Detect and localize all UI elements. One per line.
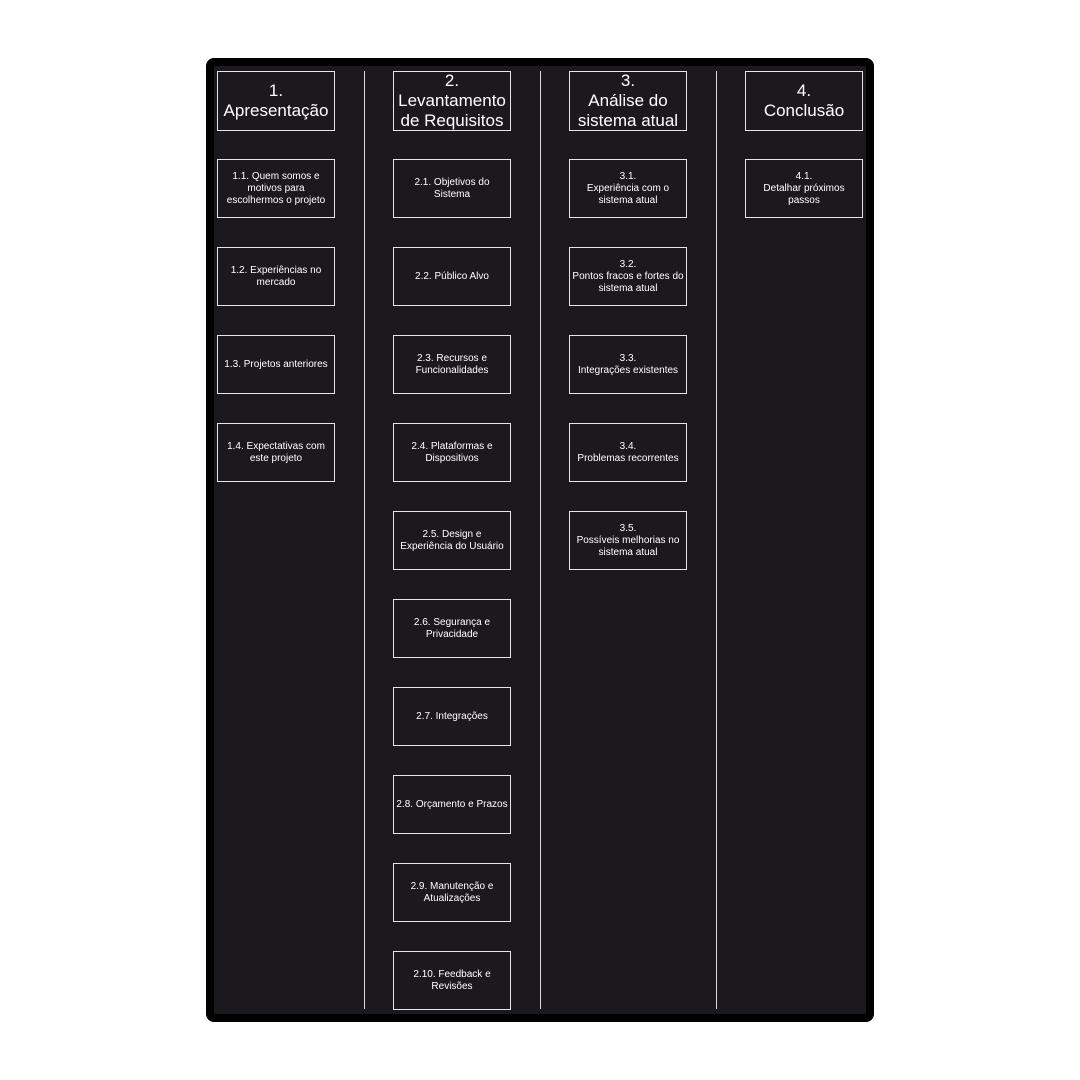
- topic-card: 3.3. Integrações existentes: [569, 335, 687, 394]
- topic-card: 4.1. Detalhar próximos passos: [745, 159, 863, 218]
- column-divider: [716, 71, 717, 1009]
- topic-card: 1.4. Expectativas com este projeto: [217, 423, 335, 482]
- topic-card: 3.2. Pontos fracos e fortes do sistema a…: [569, 247, 687, 306]
- topic-card: 2.9. Manutenção e Atualizações: [393, 863, 511, 922]
- topic-card: 2.1. Objetivos do Sistema: [393, 159, 511, 218]
- column-divider: [364, 71, 365, 1009]
- topic-card: 2.8. Orçamento e Prazos: [393, 775, 511, 834]
- column-header-4: 4. Conclusão: [745, 71, 863, 131]
- topic-card: 2.10. Feedback e Revisões: [393, 951, 511, 1010]
- topic-card: 3.4. Problemas recorrentes: [569, 423, 687, 482]
- topic-card: 2.3. Recursos e Funcionalidades: [393, 335, 511, 394]
- column-divider: [540, 71, 541, 1009]
- roadmap-board: 1. Apresentação 1.1. Quem somos e motivos…: [214, 66, 866, 1014]
- topic-card: 3.5. Possíveis melhorias no sistema atua…: [569, 511, 687, 570]
- diagram-frame: 1. Apresentação 1.1. Quem somos e motivos…: [206, 58, 874, 1022]
- topic-card: 2.7. Integrações: [393, 687, 511, 746]
- topic-card: 2.2. Público Alvo: [393, 247, 511, 306]
- column-header-1: 1. Apresentação: [217, 71, 335, 131]
- topic-card: 1.3. Projetos anteriores: [217, 335, 335, 394]
- topic-card: 1.1. Quem somos e motivos para escolherm…: [217, 159, 335, 218]
- topic-card: 1.2. Experiências no mercado: [217, 247, 335, 306]
- column-header-2: 2. Levantamento de Requisitos: [393, 71, 511, 131]
- topic-card: 2.5. Design e Experiência do Usuário: [393, 511, 511, 570]
- topic-card: 3.1. Experiência com o sistema atual: [569, 159, 687, 218]
- topic-card: 2.4. Plataformas e Dispositivos: [393, 423, 511, 482]
- topic-card: 2.6. Segurança e Privacidade: [393, 599, 511, 658]
- column-header-3: 3. Análise do sistema atual: [569, 71, 687, 131]
